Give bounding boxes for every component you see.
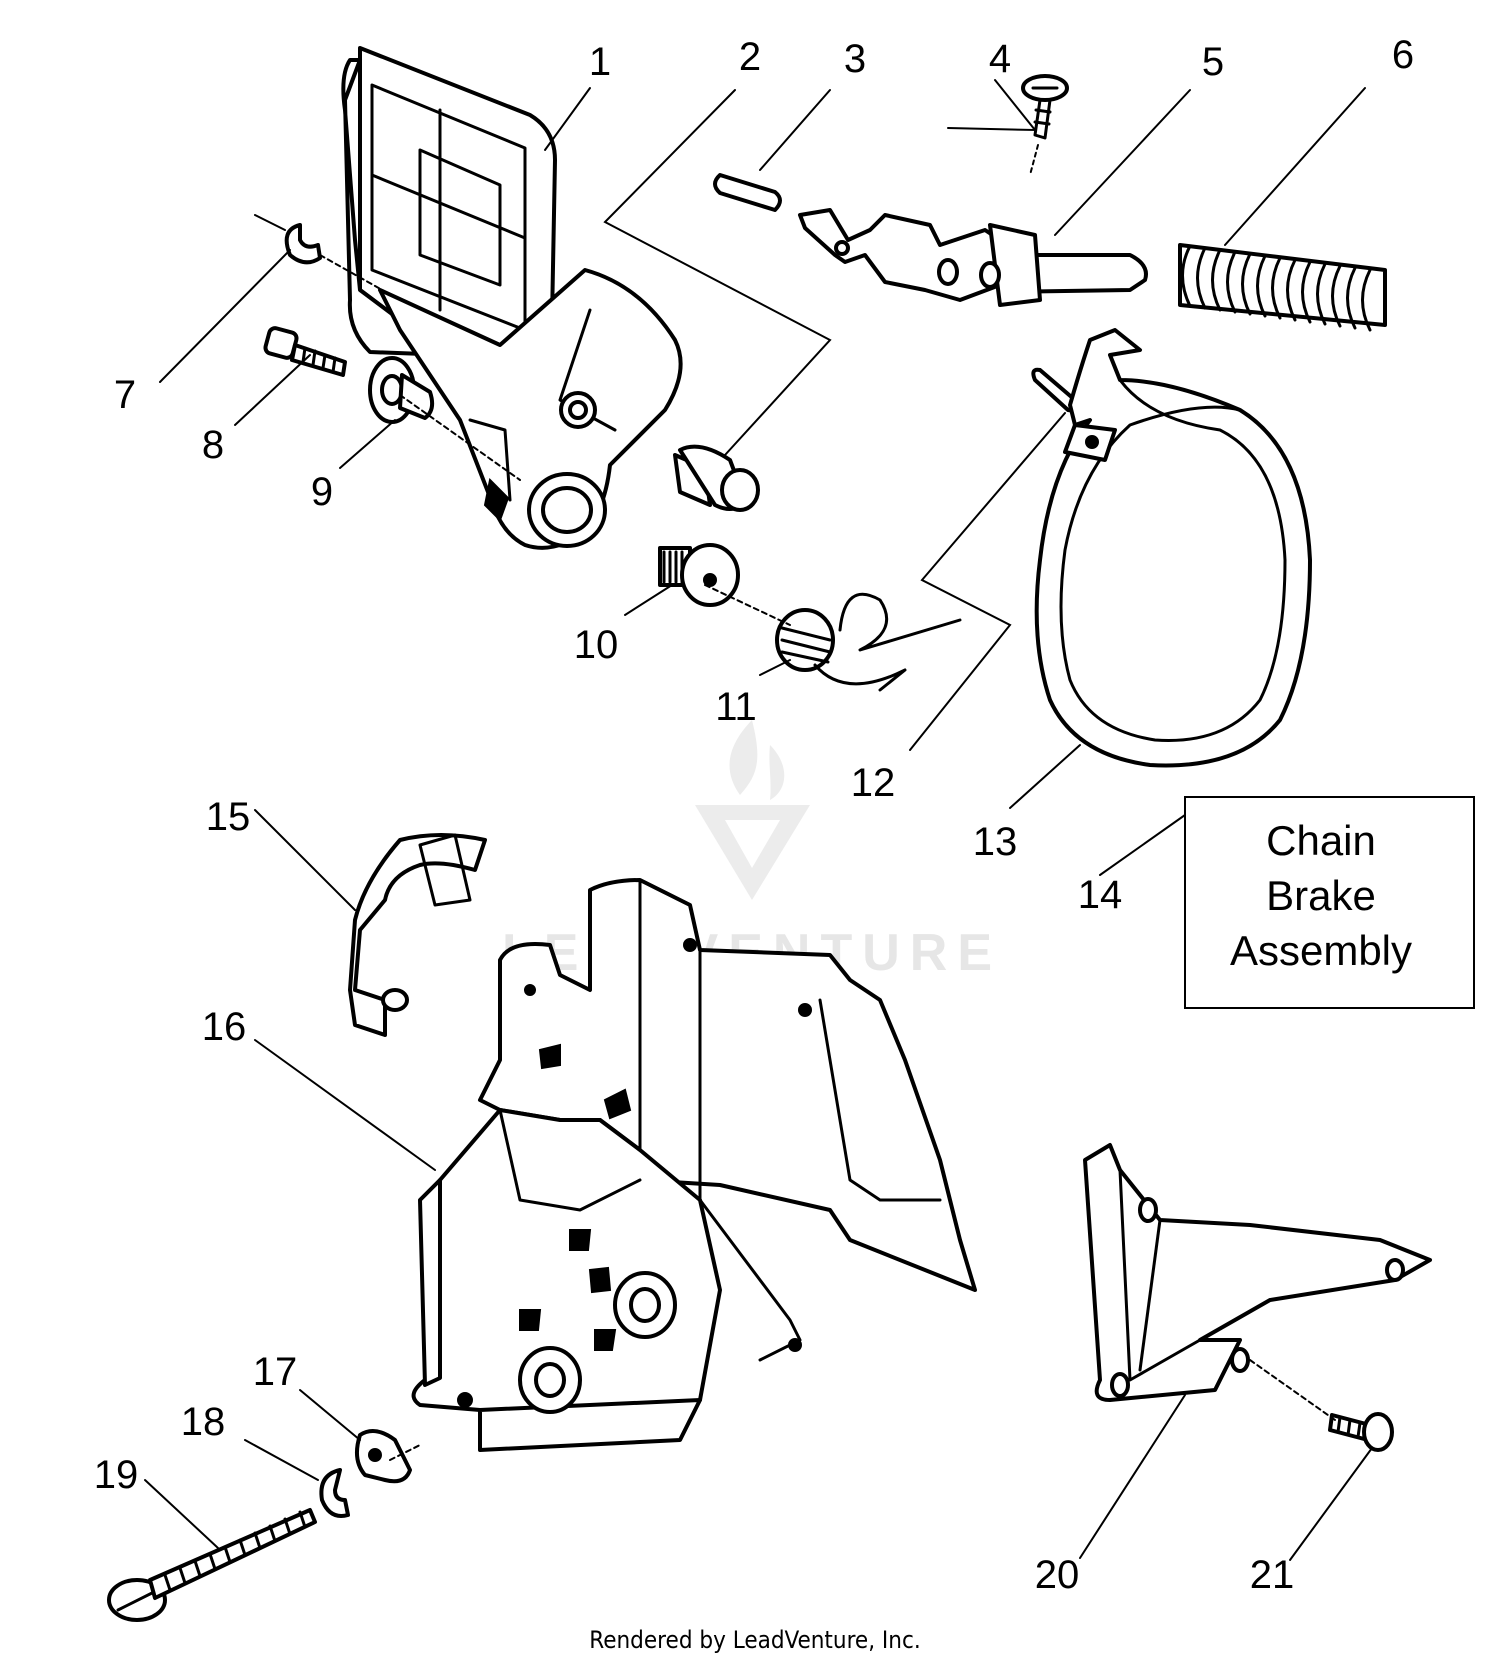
assembly-label-line-1: Chain: [1266, 817, 1376, 864]
part-6-coil-spring: [1178, 243, 1387, 332]
assembly-label-box: Chain Brake Assembly: [1184, 796, 1475, 1009]
part-7-e-clip: [254, 214, 322, 265]
callout-14: 14: [1078, 873, 1123, 917]
callout-4: 4: [989, 37, 1011, 81]
callout-2: 2: [739, 35, 761, 79]
part-2-shoulder-bolt: [673, 444, 760, 512]
part-2-brake-arm: [378, 268, 683, 550]
part-11-torsion-spring: [775, 592, 962, 692]
part-10-pivot: [658, 543, 740, 607]
callout-15: 15: [206, 795, 251, 839]
part-18-e-clip: [319, 1468, 350, 1518]
callout-17: 17: [253, 1350, 298, 1394]
part-19-long-screw: [107, 1508, 317, 1622]
watermark: LEADVENTURE: [502, 720, 992, 982]
callout-labels: 1 2 3 4 5 6 7 8 9 10 11 12 13 14 15 16 1…: [94, 33, 1414, 1597]
part-15-spring-clip: [348, 833, 487, 1037]
callout-20: 20: [1035, 1553, 1080, 1597]
watermark-v-icon: [695, 805, 810, 900]
part-5-latch-lever: [798, 208, 1148, 307]
part-4-screw: [1021, 74, 1069, 176]
footer-credit: Rendered by LeadVenture, Inc.: [589, 1626, 920, 1654]
callout-1: 1: [589, 40, 611, 84]
callout-11: 11: [715, 685, 757, 729]
callout-19: 19: [94, 1453, 139, 1497]
part-20-bracket: [1083, 1143, 1432, 1402]
callout-13: 13: [973, 820, 1018, 864]
callout-6: 6: [1392, 33, 1414, 77]
callout-7: 7: [114, 373, 136, 417]
part-21-screw: [1328, 1412, 1394, 1452]
callout-21: 21: [1250, 1553, 1295, 1597]
part-1-handle-guard: [341, 46, 557, 357]
callout-3: 3: [844, 37, 866, 81]
callout-18: 18: [181, 1400, 226, 1444]
part-3-pin: [713, 173, 782, 212]
watermark-flame-icon: [729, 720, 785, 800]
callout-8: 8: [202, 423, 224, 467]
part-17-washer-plate: [354, 1429, 412, 1484]
leader-lines: [144, 79, 1373, 1561]
part-16-brake-cover: [411, 878, 977, 1452]
callout-16: 16: [202, 1005, 247, 1049]
assembly-label-line-3: Assembly: [1230, 927, 1412, 974]
callout-12: 12: [851, 761, 896, 805]
part-13-brake-band: [1034, 328, 1312, 768]
assembly-label-line-2: Brake: [1266, 872, 1376, 919]
callout-5: 5: [1202, 40, 1224, 84]
callout-10: 10: [574, 623, 619, 667]
part-8-screw: [263, 326, 347, 377]
callout-9: 9: [311, 470, 333, 514]
